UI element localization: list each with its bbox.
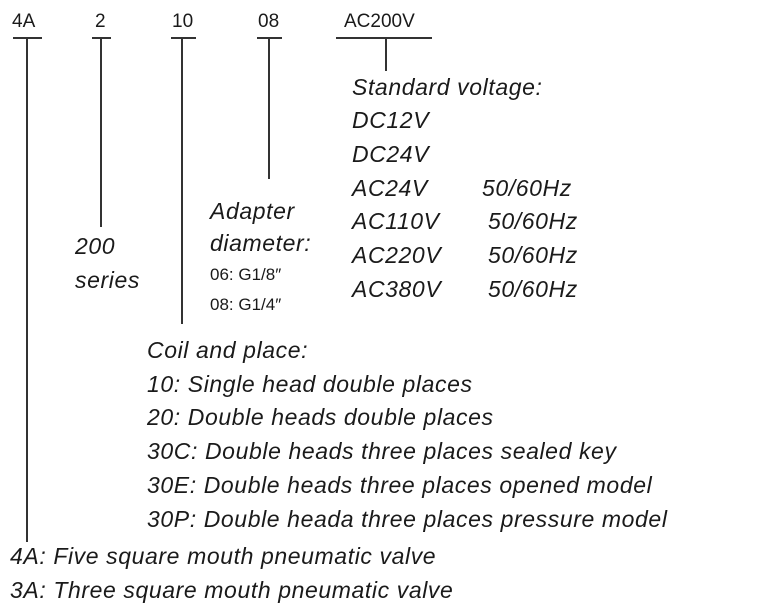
coil-item: 30E: Double heads three places opened mo… (147, 472, 653, 498)
voltage-frequency: 50/60Hz (488, 276, 578, 302)
leader-valve-type (26, 37, 28, 542)
coil-title: Coil and place: (147, 337, 309, 363)
adapter-item: 06: G1/8″ (210, 265, 282, 284)
coil-item: 20: Double heads double places (147, 404, 494, 430)
valve-item: 3A: Three square mouth pneumatic valve (10, 577, 454, 603)
voltage-item: DC24V (352, 141, 430, 167)
series-number: 200 (75, 233, 116, 259)
adapter-title: Adapter (210, 198, 295, 224)
coil-item: 30C: Double heads three places sealed ke… (147, 438, 617, 464)
voltage-item: DC12V (352, 107, 430, 133)
leader-coil (181, 37, 183, 324)
code-coil: 10 (172, 11, 194, 32)
underline-coil (171, 37, 196, 39)
coil-item: 30P: Double heada three places pressure … (147, 506, 668, 532)
voltage-frequency: 50/60Hz (488, 208, 578, 234)
code-voltage: AC200V (344, 11, 415, 32)
valve-item: 4A: Five square mouth pneumatic valve (10, 543, 437, 569)
series-label: series (75, 267, 140, 293)
voltage-frequency: 50/60Hz (488, 242, 578, 268)
adapter-title-2: diameter: (210, 230, 312, 256)
leader-series (100, 37, 102, 227)
code-adapter: 08 (258, 11, 280, 32)
leader-voltage (385, 37, 387, 71)
voltage-title: Standard voltage: (352, 74, 543, 100)
code-valve-type: 4A (12, 11, 36, 32)
leader-adapter (268, 37, 270, 179)
voltage-item: AC110V (352, 208, 440, 234)
coil-item: 10: Single head double places (147, 371, 473, 397)
voltage-item: AC380V (352, 276, 442, 302)
voltage-item: AC24V (352, 175, 428, 201)
adapter-item: 08: G1/4″ (210, 295, 282, 314)
code-series: 2 (95, 11, 106, 32)
voltage-frequency: 50/60Hz (482, 175, 572, 201)
voltage-item: AC220V (352, 242, 442, 268)
underline-voltage (336, 37, 432, 39)
